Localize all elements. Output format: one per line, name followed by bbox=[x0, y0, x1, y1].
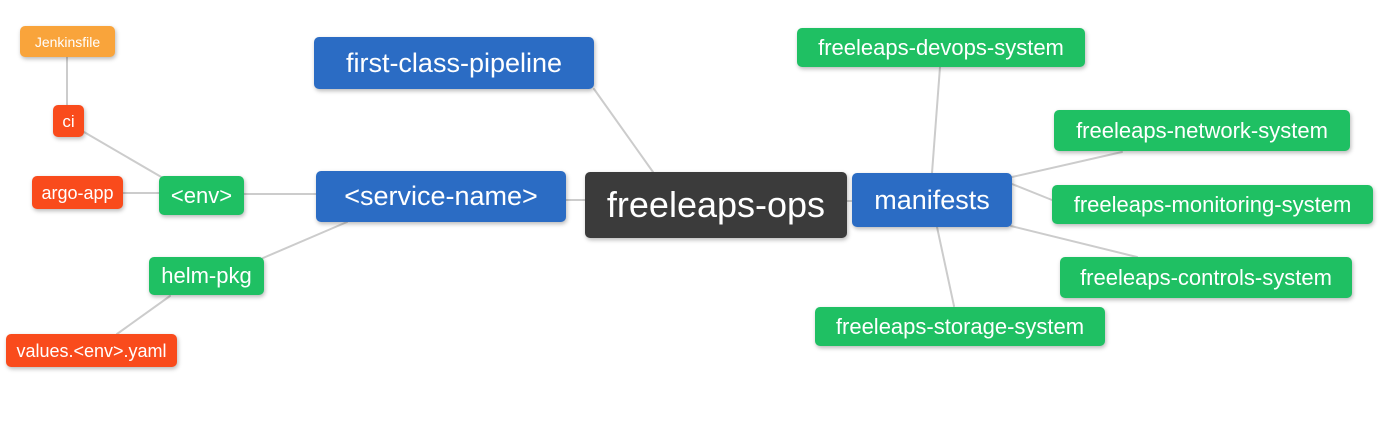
node-first-class-pipeline[interactable]: first-class-pipeline bbox=[314, 37, 594, 89]
node-env[interactable]: <env> bbox=[159, 176, 244, 215]
node-freeleaps-network-system[interactable]: freeleaps-network-system bbox=[1054, 110, 1350, 151]
node-freeleaps-storage-system[interactable]: freeleaps-storage-system bbox=[815, 307, 1105, 346]
node-freeleaps-monitoring-system[interactable]: freeleaps-monitoring-system bbox=[1052, 185, 1373, 224]
node-freeleaps-ops-root[interactable]: freeleaps-ops bbox=[585, 172, 847, 238]
edge-manifests-devops bbox=[931, 66, 941, 174]
edge-manifests-monitoring bbox=[1011, 183, 1053, 201]
node-values-env-yaml[interactable]: values.<env>.yaml bbox=[6, 334, 177, 367]
node-freeleaps-devops-system[interactable]: freeleaps-devops-system bbox=[797, 28, 1085, 67]
edge-helm-pkg-service-name bbox=[262, 221, 348, 259]
edge-manifests-controls bbox=[1010, 225, 1138, 258]
node-ci[interactable]: ci bbox=[53, 105, 84, 137]
node-jenkinsfile[interactable]: Jenkinsfile bbox=[20, 26, 115, 57]
node-freeleaps-controls-system[interactable]: freeleaps-controls-system bbox=[1060, 257, 1352, 298]
edge-manifests-network bbox=[1011, 151, 1123, 178]
edge-manifests-storage bbox=[936, 226, 955, 307]
node-service-name[interactable]: <service-name> bbox=[316, 171, 566, 222]
edge-values-helm-pkg bbox=[116, 295, 171, 335]
node-helm-pkg[interactable]: helm-pkg bbox=[149, 257, 264, 295]
edge-ci-env bbox=[83, 131, 164, 179]
node-manifests[interactable]: manifests bbox=[852, 173, 1012, 227]
node-argo-app[interactable]: argo-app bbox=[32, 176, 123, 209]
edge-first-class-root bbox=[593, 88, 654, 173]
